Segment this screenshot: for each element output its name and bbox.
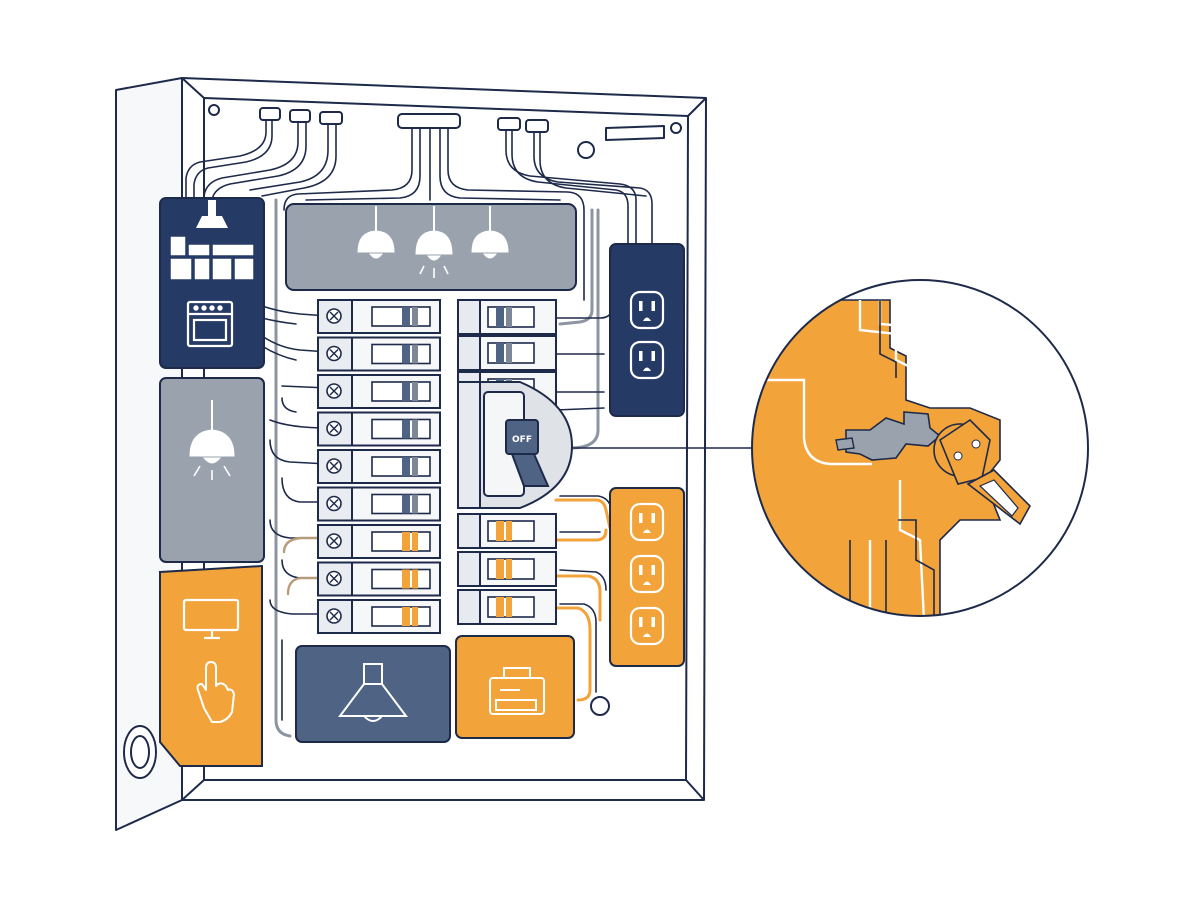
zone-bottom-slate — [295, 645, 451, 743]
breaker-toggle[interactable] — [496, 597, 504, 617]
breaker-toggle[interactable] — [402, 344, 410, 364]
breaker-toggle[interactable] — [402, 419, 410, 439]
zone-kitchen — [159, 197, 265, 369]
breaker-toggle[interactable] — [496, 343, 504, 363]
breaker[interactable] — [317, 486, 441, 522]
outlet-icon — [629, 554, 665, 594]
breaker[interactable] — [457, 299, 557, 335]
zoom-callout — [572, 279, 1089, 617]
zone-bottom-orange — [455, 635, 575, 739]
pendant-lamp-icon — [189, 400, 235, 480]
breaker[interactable] — [317, 411, 441, 447]
oven-icon — [186, 300, 234, 348]
zone-receptacles-orange — [609, 487, 685, 667]
breaker[interactable] — [457, 551, 557, 587]
pendant-lamp-icon — [415, 206, 453, 278]
breaker-toggle[interactable] — [402, 457, 410, 476]
breaker-toggle[interactable] — [496, 307, 504, 327]
pendant-lamp-icon — [357, 206, 395, 259]
breaker[interactable] — [317, 599, 441, 634]
toaster-icon — [489, 667, 545, 715]
right-breaker-column — [457, 299, 557, 625]
breaker-trip-mechanism-icon — [752, 280, 1088, 616]
breaker[interactable] — [317, 449, 441, 484]
breaker-toggle[interactable] — [402, 607, 410, 626]
breaker[interactable] — [317, 561, 441, 597]
breaker-toggle[interactable] — [402, 569, 410, 589]
tripped-breaker[interactable]: OFF — [457, 381, 574, 509]
breaker-toggle[interactable] — [402, 532, 410, 551]
breaker-toggle[interactable] — [496, 521, 504, 541]
outlet-icon — [629, 606, 665, 646]
range-hood-icon — [196, 200, 228, 228]
tv-icon — [182, 598, 240, 640]
breaker[interactable] — [317, 299, 441, 334]
breaker[interactable] — [457, 513, 557, 549]
breaker-toggle[interactable] — [496, 559, 504, 579]
breaker-toggle[interactable] — [402, 382, 410, 401]
breaker-toggle[interactable] — [402, 307, 410, 326]
wiring — [185, 119, 653, 738]
cabinet-icon — [169, 235, 255, 281]
breaker[interactable] — [457, 589, 557, 625]
outlet-icon — [629, 502, 665, 542]
outlet-icon — [629, 340, 665, 380]
left-breaker-column — [317, 299, 441, 634]
outlet-icon — [629, 290, 665, 330]
breaker[interactable] — [317, 336, 441, 372]
breaker[interactable] — [457, 335, 557, 371]
zone-lighting-left — [159, 377, 265, 563]
zone-living — [159, 564, 263, 767]
breaker[interactable] — [317, 374, 441, 409]
zone-lighting-top — [285, 203, 577, 291]
cable-glands — [259, 107, 549, 133]
breaker[interactable] — [317, 524, 441, 559]
pendant-lamp-icon — [471, 206, 509, 259]
breaker-toggle[interactable] — [402, 494, 410, 514]
zone-receptacles-navy — [609, 243, 685, 417]
hand-pointer-icon — [196, 661, 235, 723]
range-hood-icon — [338, 663, 408, 722]
breaker-off-label: OFF — [512, 435, 532, 445]
